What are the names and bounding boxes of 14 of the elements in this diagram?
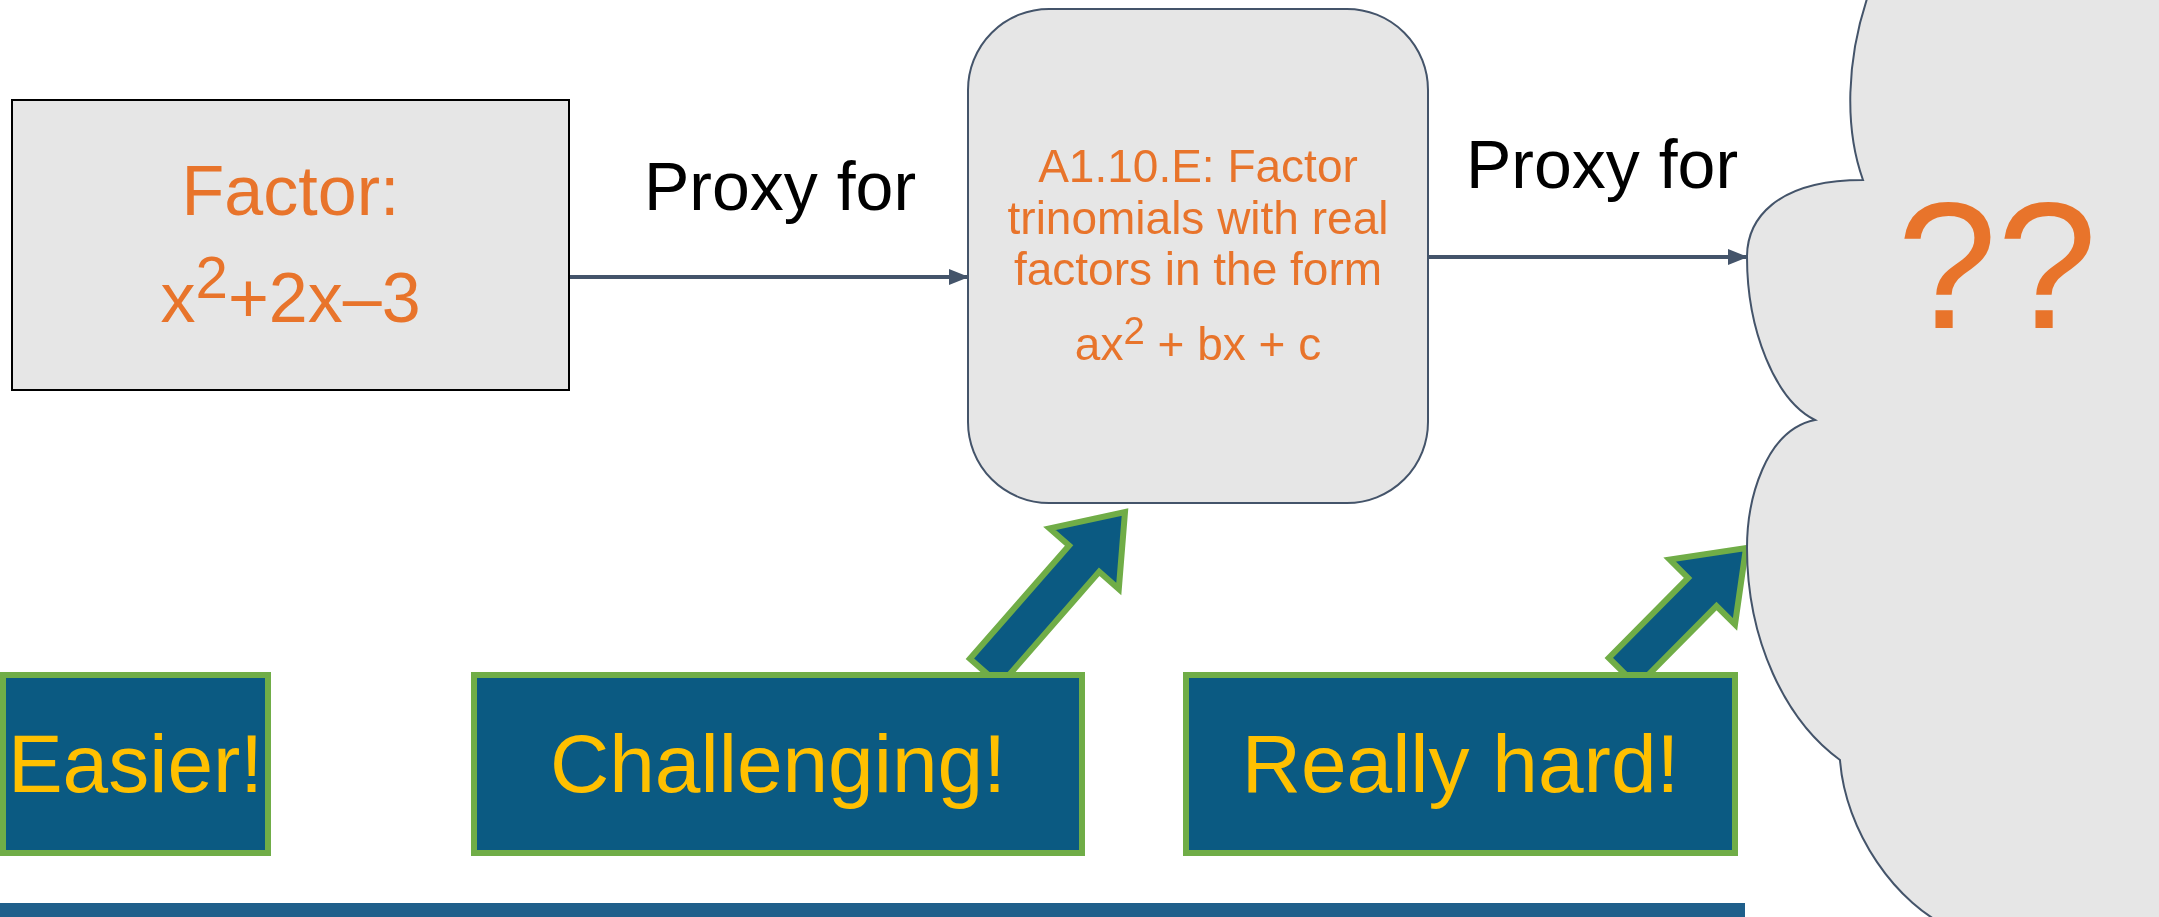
arrow bbox=[570, 269, 969, 285]
standard-box bbox=[967, 8, 1429, 504]
box-text: ax$^{2}$ + bx + c bbox=[1074, 309, 1322, 371]
difficulty-box bbox=[1183, 672, 1738, 856]
box-text: x$^{2}$+2x–3 bbox=[160, 244, 421, 338]
difficulty-box bbox=[471, 672, 1085, 856]
difficulty-box bbox=[0, 672, 271, 856]
task-box bbox=[11, 99, 570, 391]
box-text: Factor: bbox=[181, 152, 400, 231]
box-text: A1.10.E: Factor trinomials with real factors in the form bbox=[1006, 141, 1390, 296]
thought-cloud bbox=[1745, 0, 2159, 917]
box-label: Easier! bbox=[7, 723, 264, 805]
arrow bbox=[1429, 249, 1748, 265]
question-marks: ?? bbox=[1896, 165, 2098, 367]
